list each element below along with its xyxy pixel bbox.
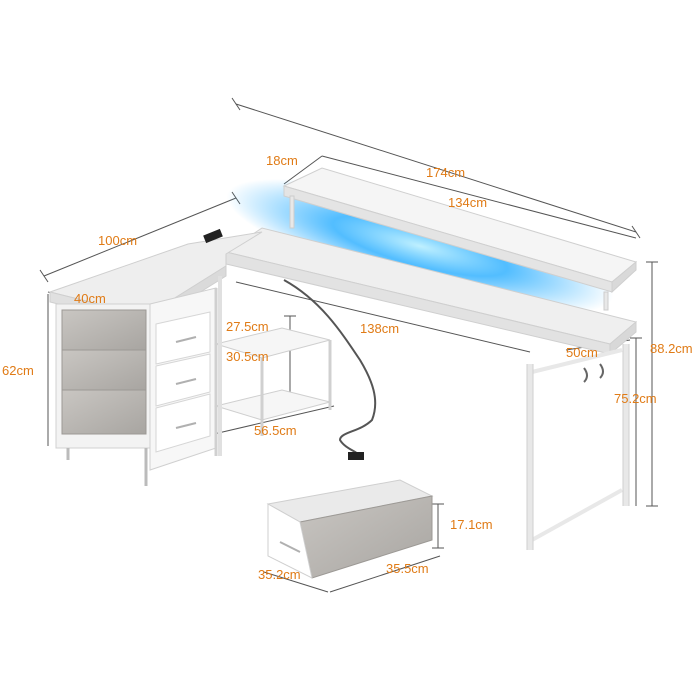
dim-shelf-gap-top: 27.5cm [226,319,269,334]
open-shelves [214,288,332,456]
led-glow [226,179,614,313]
dim-cabinet-height: 62cm [2,363,34,378]
dim-desk-height: 75.2cm [614,391,657,406]
dim-shelf-width: 56.5cm [254,423,297,438]
desk-legs [527,344,629,550]
headphone-hook-icon [583,363,604,383]
dim-drawer-depth: 35.2cm [258,567,301,582]
dim-desk-depth: 50cm [566,345,598,360]
dim-shelf-gap-bottom: 30.5cm [226,349,269,364]
dim-drawer-height: 17.1cm [450,517,493,532]
dim-overall-width: 174cm [426,165,466,180]
power-outlet-icon [203,228,223,244]
monitor-riser [282,167,638,311]
dim-riser-depth: 18cm [266,153,298,168]
dim-desk-length: 138cm [360,321,400,336]
dim-return-length: 100cm [98,233,138,248]
power-plug-icon [348,452,364,460]
dim-drawer-width: 35.5cm [386,561,429,576]
power-cable [283,279,377,457]
dim-riser-width: 134cm [448,195,488,210]
dim-return-depth: 40cm [74,291,106,306]
detached-drawer [266,479,434,579]
dim-total-height: 88.2cm [650,341,693,356]
drawer-cabinet [55,287,217,486]
